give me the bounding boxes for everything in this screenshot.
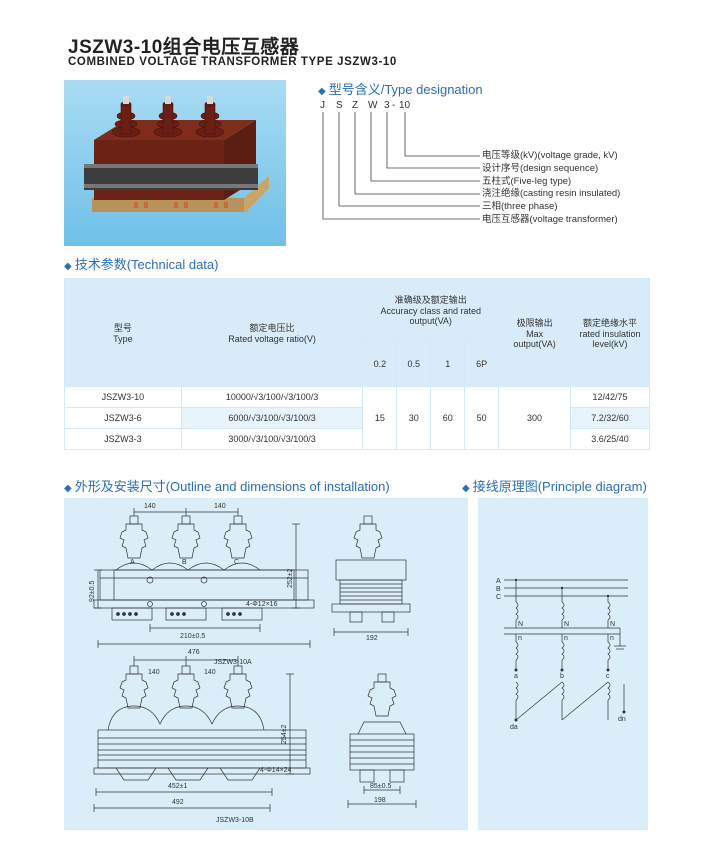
technical-data-heading: ◆技术参数(Technical data) <box>64 257 219 272</box>
table-cell-type: JSZW3-10 <box>64 386 182 408</box>
table-cell-output: 50 <box>464 386 500 450</box>
designation-item: 电压互感器(voltage transformer) <box>482 213 618 225</box>
secondary-neutral-label: n <box>564 635 568 642</box>
page-subtitle: COMBINED VOLTAGE TRANSFORMER TYPE JSZW3-… <box>68 56 397 68</box>
table-cell-insulation: 7.2/32/60 <box>570 407 650 429</box>
secondary-neutral-label: n <box>610 635 614 642</box>
dim-a-pitch1: 140 <box>144 503 156 510</box>
designation-letter: 10 <box>399 100 411 111</box>
designation-item: 三相(three phase) <box>482 201 558 213</box>
type-designation-heading: ◆型号含义/Type designation <box>318 82 483 97</box>
dim-b-length: 492 <box>172 799 184 806</box>
product-photo <box>64 80 286 246</box>
dim-a-height: 252±2 <box>287 568 294 588</box>
dim-b-hole: 4-Φ14×24 <box>260 767 292 774</box>
neutral-label: N <box>610 621 615 628</box>
accuracy-class: 0.5 <box>396 340 432 387</box>
designation-item: 浇注绝缘(casting resin insulated) <box>482 188 621 200</box>
table-cell-ratio: 6000/√3/100/√3/100/3 <box>180 407 364 429</box>
table-cell-type: JSZW3-6 <box>64 407 182 429</box>
type-designation-diagram: J S Z W 3 - 10 电压等级(kV)(voltage grade, k… <box>316 96 706 236</box>
dim-b-depth: 198 <box>374 797 386 804</box>
output-label: b <box>560 673 564 680</box>
principle-heading: ◆接线原理图(Principle diagram) <box>462 479 647 494</box>
dim-a-hole: 4-Φ12×16 <box>246 601 278 608</box>
secondary-neutral-label: n <box>518 635 522 642</box>
dim-b-pitch1: 140 <box>148 669 160 676</box>
dim-b-foot: 85±0.5 <box>370 783 391 790</box>
bushing-a <box>119 515 253 559</box>
bus-label: B <box>496 586 501 593</box>
dim-b-height: 254±2 <box>281 724 288 744</box>
caption-a: JSZW3-10A <box>214 659 252 666</box>
bus-label: A <box>496 578 501 585</box>
table-cell-output: 60 <box>430 386 466 450</box>
dim-a-length: 476 <box>188 649 200 656</box>
designation-letter: S <box>336 100 343 111</box>
output-label: a <box>514 673 518 680</box>
dim-b-span: 452±1 <box>168 783 188 790</box>
phase-label: A <box>130 559 135 566</box>
open-delta-label: dn <box>618 716 626 723</box>
designation-letter: 3 <box>384 100 390 111</box>
dim-a-side: 92±0.5 <box>89 581 96 602</box>
designation-letter: W <box>368 100 378 111</box>
accuracy-class: 6P <box>464 340 500 387</box>
designation-letter: Z <box>352 100 359 111</box>
dim-a-span: 210±0.5 <box>180 633 205 640</box>
table-cell-insulation: 12/42/75 <box>570 386 650 408</box>
dim-a-depth: 192 <box>366 635 378 642</box>
accuracy-class: 0.2 <box>362 340 398 387</box>
designation-letter: J <box>320 100 325 111</box>
principle-diagram: A B C N N N n n n a b c da dn <box>478 498 648 830</box>
table-cell-output: 30 <box>396 386 432 450</box>
phase-label: C <box>234 559 239 566</box>
page-title: JSZW3-10组合电压互感器 <box>68 37 300 58</box>
phase-label: B <box>182 559 187 566</box>
bus-label: C <box>496 594 501 601</box>
table-cell-insulation: 3.6/25/40 <box>570 428 650 450</box>
table-cell-ratio: 3000/√3/100/√3/100/3 <box>180 428 364 450</box>
dim-a-pitch2: 140 <box>214 503 226 510</box>
table-cell-ratio: 10000/√3/100/√3/100/3 <box>180 386 364 408</box>
neutral-label: N <box>518 621 523 628</box>
table-cell-max-output: 300 <box>498 386 572 450</box>
table-cell-output: 15 <box>362 386 398 450</box>
output-label: c <box>606 673 610 680</box>
open-delta-label: da <box>510 724 518 731</box>
designation-item: 电压等级(kV)(voltage grade, kV) <box>482 150 618 161</box>
table-cell-type: JSZW3-3 <box>64 428 182 450</box>
caption-b: JSZW3-10B <box>216 817 254 824</box>
neutral-label: N <box>564 621 569 628</box>
designation-item: 设计序号(design sequence) <box>482 162 599 174</box>
outline-heading: ◆外形及安装尺寸(Outline and dimensions of insta… <box>64 479 390 494</box>
accuracy-class: 1 <box>430 340 466 387</box>
dim-b-pitch2: 140 <box>204 669 216 676</box>
designation-letter: - <box>392 100 396 111</box>
designation-item: 五柱式(Five-leg type) <box>482 175 572 187</box>
outline-drawing: 140 140 A B C 252±2 92±0.5 4-Φ12×16 210±… <box>64 498 468 830</box>
